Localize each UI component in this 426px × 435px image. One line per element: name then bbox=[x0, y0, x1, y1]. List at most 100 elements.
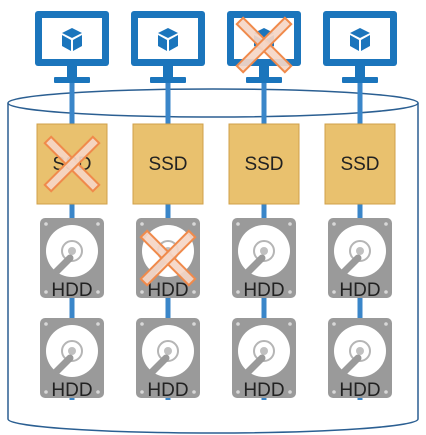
cube-right bbox=[73, 35, 82, 51]
hdd-screw bbox=[236, 290, 240, 294]
ssd-label: SSD bbox=[244, 154, 283, 175]
hdd-ring bbox=[349, 340, 371, 362]
hdd-screw bbox=[96, 390, 100, 394]
hdd-spindle bbox=[356, 347, 364, 355]
hard-disk-icon: HDD bbox=[328, 318, 392, 401]
monitor-stand bbox=[150, 77, 186, 83]
hdd-arm bbox=[48, 254, 74, 280]
hdd-screw bbox=[44, 322, 48, 326]
hdd-arm bbox=[336, 254, 362, 280]
cylinder-body bbox=[7, 103, 419, 434]
hard-disk-icon: HDD bbox=[328, 218, 392, 301]
hard-disk-icon: HDD bbox=[232, 318, 296, 401]
storage-pool-cylinder bbox=[7, 88, 419, 434]
cube-icon bbox=[350, 28, 370, 51]
hdd-screw bbox=[44, 222, 48, 226]
hdd-label: HDD bbox=[243, 380, 284, 401]
hdd-arm bbox=[240, 254, 266, 280]
hdd-screw bbox=[384, 390, 388, 394]
ssd-body bbox=[324, 123, 396, 205]
x-cross-stroke bbox=[235, 16, 293, 74]
hdd-screw bbox=[288, 390, 292, 394]
hdd-screw bbox=[96, 222, 100, 226]
x-cross-icon bbox=[139, 229, 197, 287]
cube-right bbox=[169, 35, 178, 51]
server-column-2: SSD HDD HDD bbox=[131, 11, 205, 401]
hdd-label: HDD bbox=[51, 280, 92, 301]
cube-left bbox=[62, 35, 71, 51]
hdd-screw bbox=[192, 390, 196, 394]
hdd-ring bbox=[349, 240, 371, 262]
monitor-neck bbox=[163, 66, 173, 77]
ssd-body bbox=[132, 123, 204, 205]
hdd-screw bbox=[236, 222, 240, 226]
ssd-drive-icon: SSD bbox=[228, 123, 300, 205]
hdd-screw bbox=[96, 290, 100, 294]
hdd-screw bbox=[44, 390, 48, 394]
cube-left bbox=[350, 35, 359, 51]
cube-top bbox=[350, 28, 370, 38]
x-cross-icon bbox=[235, 16, 293, 74]
monitor-stand bbox=[342, 77, 378, 83]
hdd-label: HDD bbox=[51, 380, 92, 401]
cube-icon bbox=[62, 28, 82, 51]
monitor-icon bbox=[131, 11, 205, 83]
x-cross-stroke bbox=[139, 229, 197, 287]
hdd-label: HDD bbox=[147, 280, 188, 301]
hdd-label: HDD bbox=[243, 280, 284, 301]
ssd-drive-icon: SSD bbox=[324, 123, 396, 205]
hdd-screw bbox=[332, 222, 336, 226]
hdd-screw bbox=[192, 290, 196, 294]
hdd-screw bbox=[140, 322, 144, 326]
hdd-screw bbox=[140, 390, 144, 394]
x-cross-stroke bbox=[43, 135, 101, 193]
hdd-ring bbox=[253, 240, 275, 262]
hdd-screw bbox=[140, 222, 144, 226]
monitor-icon bbox=[323, 11, 397, 83]
hdd-screw bbox=[332, 322, 336, 326]
ssd-label: SSD bbox=[340, 154, 379, 175]
hdd-spindle bbox=[68, 347, 76, 355]
ssd-drive-icon: SSD bbox=[132, 123, 204, 205]
hdd-spindle bbox=[68, 247, 76, 255]
hdd-spindle bbox=[260, 347, 268, 355]
hdd-screw bbox=[288, 322, 292, 326]
hdd-screw bbox=[192, 222, 196, 226]
ssd-label: SSD bbox=[148, 154, 187, 175]
monitor-screen bbox=[138, 18, 198, 59]
hdd-arm bbox=[240, 354, 266, 380]
hdd-screw bbox=[192, 322, 196, 326]
cube-right bbox=[361, 35, 370, 51]
x-cross-icon bbox=[43, 135, 101, 193]
hdd-arm bbox=[48, 354, 74, 380]
server-column-3: SSD HDD HDD bbox=[227, 11, 301, 401]
hdd-ring bbox=[61, 340, 83, 362]
hdd-ring bbox=[157, 340, 179, 362]
hdd-screw bbox=[288, 222, 292, 226]
hdd-screw bbox=[384, 290, 388, 294]
hdd-screw bbox=[236, 322, 240, 326]
monitor-stand bbox=[246, 77, 282, 83]
ssd-body bbox=[228, 123, 300, 205]
monitor-neck bbox=[67, 66, 77, 77]
monitor-icon bbox=[35, 11, 109, 83]
hdd-arm bbox=[336, 354, 362, 380]
hdd-arm bbox=[144, 354, 170, 380]
monitor-screen bbox=[42, 18, 102, 59]
cube-icon bbox=[158, 28, 178, 51]
hard-disk-icon: HDD bbox=[232, 218, 296, 301]
monitor-stand bbox=[54, 77, 90, 83]
hdd-label: HDD bbox=[339, 380, 380, 401]
hdd-ring bbox=[61, 240, 83, 262]
hdd-screw bbox=[332, 390, 336, 394]
hard-disk-icon: HDD bbox=[40, 318, 104, 401]
monitor-neck bbox=[355, 66, 365, 77]
hdd-label: HDD bbox=[147, 380, 188, 401]
hdd-spindle bbox=[356, 247, 364, 255]
hdd-screw bbox=[384, 222, 388, 226]
hdd-screw bbox=[44, 290, 48, 294]
hdd-screw bbox=[288, 290, 292, 294]
cube-left bbox=[158, 35, 167, 51]
hdd-ring bbox=[253, 340, 275, 362]
